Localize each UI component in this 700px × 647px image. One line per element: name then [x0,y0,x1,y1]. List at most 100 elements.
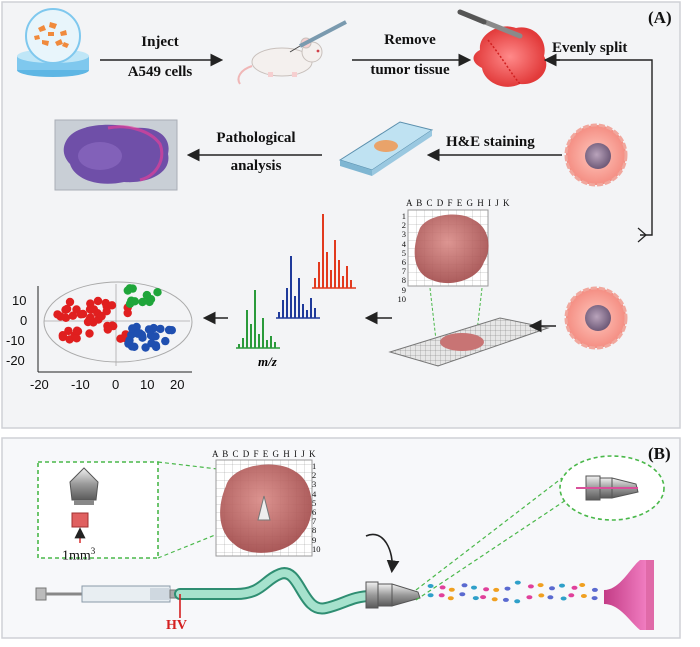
spray-droplet [549,586,555,591]
spray-droplet [459,592,466,597]
gridded-slide-icon [388,317,550,367]
curved-arrow [365,533,400,574]
spray-droplet [547,595,554,600]
tumor-icon [473,26,547,87]
score-point-blue [125,336,134,345]
grid-letters-a: A B C D F E G H I J K [406,198,511,208]
y-tick: 0 [20,313,28,328]
score-point-red [86,299,95,308]
label-a549: A549 cells [127,64,193,80]
spray-droplet [427,584,434,588]
petri-dish-icon [17,8,89,77]
grid-row-number: 7 [401,266,406,277]
spray-droplet [461,583,468,588]
score-point-red [86,313,95,322]
score-point-blue [151,332,160,341]
spray-droplet [591,587,598,592]
grid-tissue-panel-b [215,459,313,557]
grid-row-number: 8 [312,525,317,536]
y-tick: -10 [6,333,25,348]
mouse-icon [237,37,323,85]
grid-row-number: 4 [312,488,317,499]
score-point-red [76,310,86,319]
grid-row-number: 9 [401,284,406,295]
spray-droplet [537,583,544,588]
score-point-green [138,297,147,307]
spray-droplet [514,599,521,604]
syringe-pump-icon [35,585,181,603]
spray-droplet [439,585,446,590]
hv-label: HV [166,618,187,633]
y-tick: -20 [6,353,25,368]
score-point-red [123,308,132,318]
spray-droplet [591,596,598,601]
scalpel-icon [457,9,523,39]
spray-droplet [514,580,521,585]
spray-droplet [448,587,455,592]
score-point-green [130,297,139,306]
panel-a-frame [1,1,681,429]
panel-label-b: (B) [648,444,671,463]
grid-tissue-panel-a [407,209,489,341]
grid-row-number: 1 [312,461,317,471]
grid-row-number: 10 [312,543,321,554]
score-point-green [153,288,162,297]
label-he-staining: H&E staining [446,134,535,150]
spray-droplet [580,594,587,598]
grid-row-number: 4 [401,238,406,249]
spray-droplet [526,595,533,600]
tissue-cube-icon [71,512,89,528]
score-point-blue [151,342,161,352]
spray-droplet [447,596,454,601]
volume-label: 1mm3 [62,546,96,564]
score-point-red [64,326,73,336]
grid-row-number: 9 [312,534,317,545]
x-tick: 10 [140,377,155,392]
label-remove: Remove [384,32,436,48]
spray-droplet [527,584,534,589]
spray-droplet [568,593,575,598]
spray-droplet [471,585,477,590]
spray-droplet [504,586,511,591]
score-point-blue [133,329,142,338]
tumor-cell-icon-top [564,123,628,187]
score-point-red [72,326,82,335]
score-point-red [97,311,106,321]
grid-row-number: 2 [312,470,317,481]
grid-row-number: 10 [397,293,407,304]
ms-inlet-icon [604,560,654,630]
spray-droplet [491,597,498,602]
score-plot [37,281,193,373]
grid-row-number: 6 [401,257,406,268]
score-point-blue [164,325,174,335]
histology-image [54,119,178,191]
score-point-green [125,284,134,293]
spray-droplet [493,587,500,592]
label-analysis: analysis [230,158,282,174]
score-point-green [145,297,154,307]
emitter-zoom-icon [576,475,639,501]
score-point-blue [141,343,150,352]
score-point-red [103,325,113,334]
spray-droplet [483,587,490,592]
grid-row-number: 2 [401,220,406,231]
grid-row-number: 8 [401,275,406,286]
label-inject: Inject [141,34,179,50]
grid-row-number: 7 [312,516,317,527]
tumor-cell-icon-bottom [564,286,628,350]
spray-droplet [427,593,434,598]
score-point-blue [128,324,137,333]
spray-droplet [559,583,565,588]
needle-tip-icon [69,467,99,505]
spray-droplet [579,583,586,587]
grid-row-number: 5 [312,497,317,508]
grid-row-number: 5 [401,247,406,258]
spray-droplet [560,596,567,601]
grid-letters-b: A B C D F E G H I J K [212,449,317,459]
label-tumor-tissue: tumor tissue [370,62,450,78]
x-tick: 0 [112,377,120,392]
score-point-red [107,301,117,310]
spray-droplet [472,596,479,601]
